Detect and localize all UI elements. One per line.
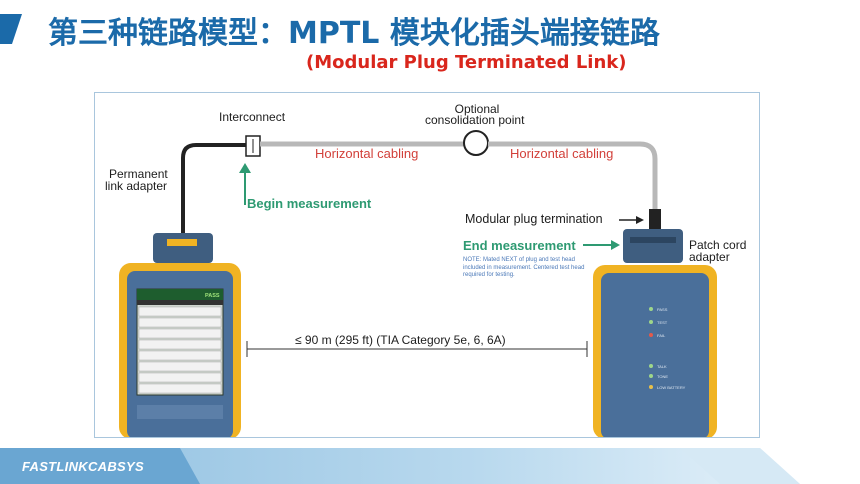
permanent-link-cable <box>181 143 247 233</box>
page-title: 第三种链路模型：MPTL 模块化插头端接链路 <box>48 16 660 51</box>
optional-label: Optional <box>454 102 500 116</box>
main-tester-unit: PASS <box>119 233 241 437</box>
horizontal-cabling-right-label: Horizontal cabling <box>510 146 614 161</box>
led-label-test: TEST <box>657 320 668 325</box>
led-label-tone: TONE <box>657 374 668 379</box>
led-label-fail: FAIL <box>657 333 666 338</box>
adapter-label: adapter <box>689 250 730 264</box>
end-measurement-label: End measurement <box>463 238 576 253</box>
link-adapter-label: link adapter <box>105 179 168 193</box>
footer-bar <box>0 448 800 484</box>
modular-plug-termination-label: Modular plug termination <box>465 212 603 226</box>
measurement-note: NOTE: Mated NEXT of plug and test head i… <box>463 257 585 278</box>
distance-label: ≤ 90 m (295 ft) (TIA Category 5e, 6, 6A) <box>295 333 506 347</box>
patch-cord-label: Patch cord <box>689 238 747 252</box>
led-label-talk: TALK <box>657 364 667 369</box>
title-accent-shape <box>0 14 22 44</box>
tester-status-text: PASS <box>205 293 220 299</box>
permanent-label: Permanent <box>109 167 168 181</box>
modular-plug <box>649 209 661 231</box>
begin-measurement-label: Begin measurement <box>247 196 372 211</box>
diagram-frame: PASS PASS TEST FAIL TALK TONE LOW BATTER… <box>94 92 760 438</box>
page-subtitle: (Modular Plug Terminated Link) <box>306 52 627 73</box>
horizontal-cabling-left-label: Horizontal cabling <box>315 146 419 161</box>
footer-brand: FASTLINKCABSYS <box>22 459 144 474</box>
horizontal-cable-right <box>488 141 658 211</box>
consolidation-point-circle <box>463 130 489 156</box>
led-label-low-battery: LOW BATTERY <box>657 385 686 390</box>
interconnect-label: Interconnect <box>219 110 286 124</box>
diagram-graphics: PASS PASS TEST FAIL TALK TONE LOW BATTER… <box>119 130 717 437</box>
led-label-pass: PASS <box>657 307 668 312</box>
consolidation-point-label: consolidation point <box>425 113 525 127</box>
remote-tester-unit: PASS TEST FAIL TALK TONE LOW BATTERY <box>593 229 717 437</box>
